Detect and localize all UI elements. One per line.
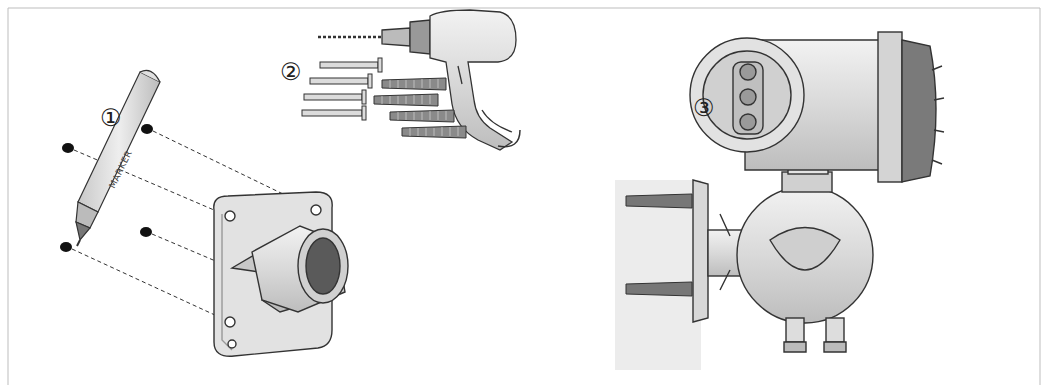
callout-number: ① — [100, 106, 122, 130]
transmitter — [690, 32, 944, 352]
frame — [8, 8, 9, 385]
frame — [8, 8, 1040, 385]
wall-dowels — [626, 194, 692, 296]
callout-number: ③ — [693, 96, 715, 120]
wall — [615, 180, 701, 370]
screws-and-dowels — [302, 58, 466, 138]
marker-pen — [76, 70, 160, 246]
callout-number: ② — [280, 60, 302, 84]
wall-bracket — [214, 192, 348, 356]
